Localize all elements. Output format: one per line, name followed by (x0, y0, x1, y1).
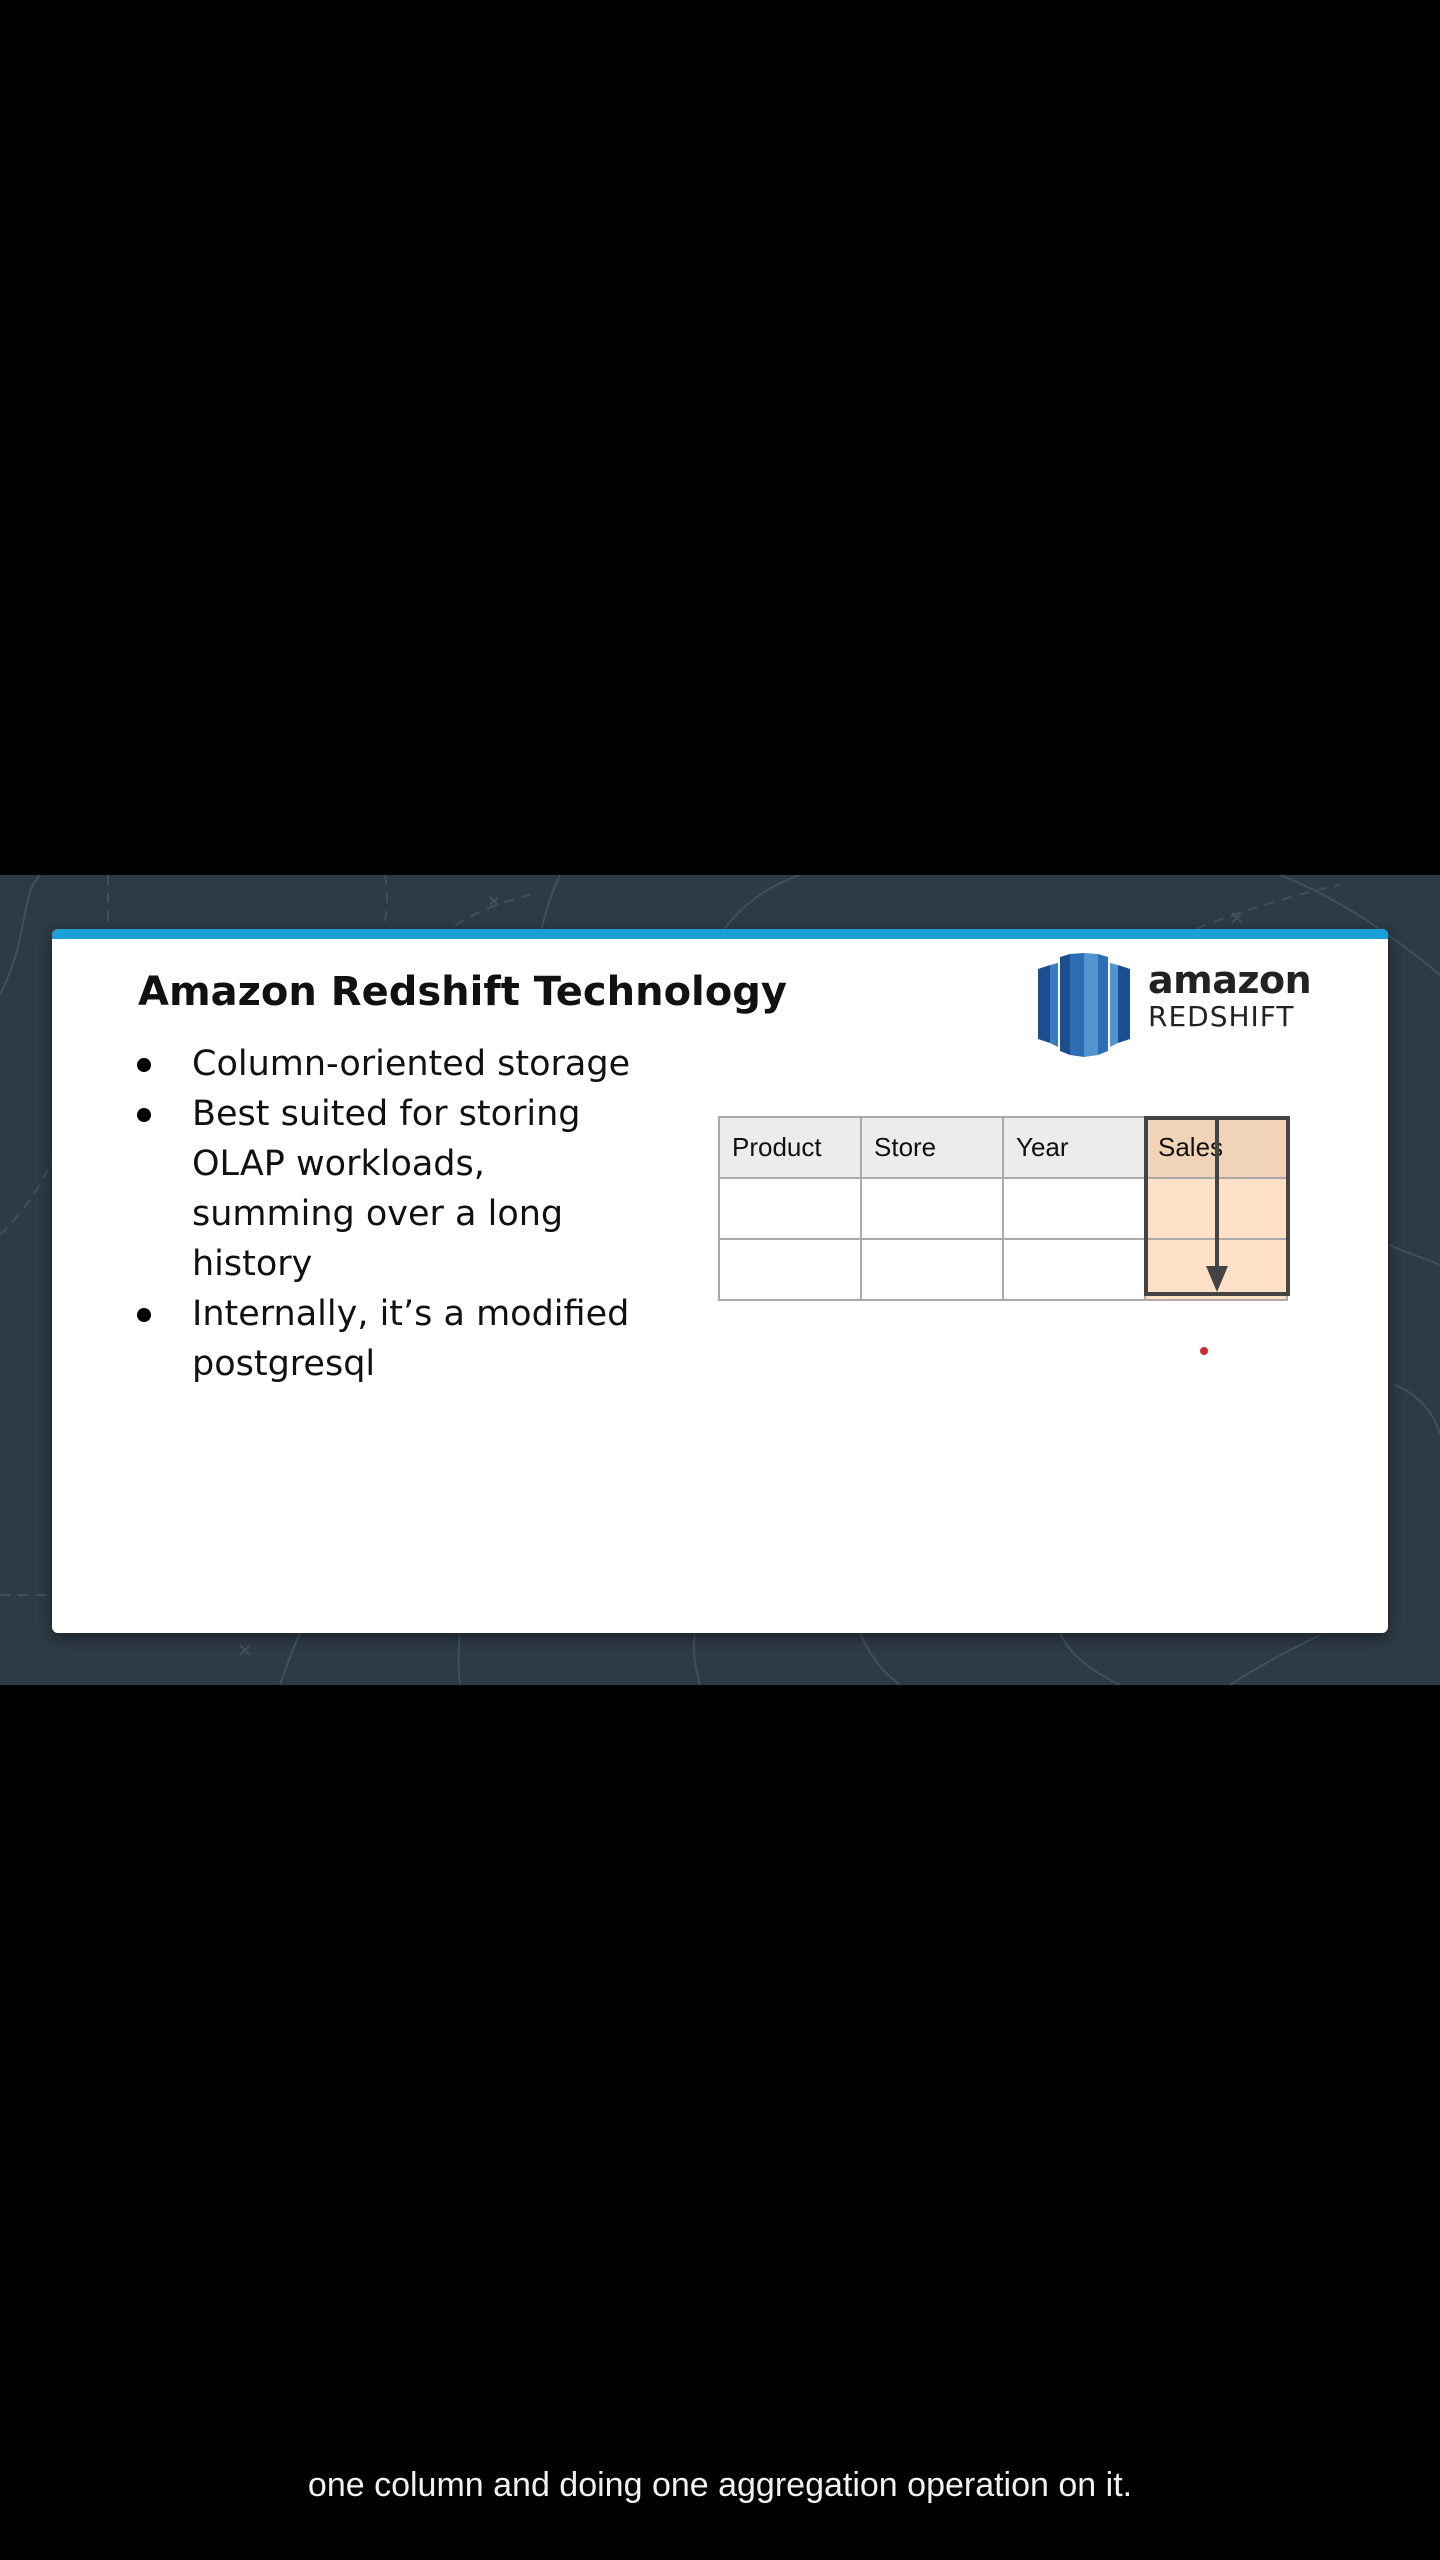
table-row (718, 1238, 1288, 1301)
table-cell (860, 1177, 1004, 1240)
bullet-item: Best suited for storing OLAP workloads, … (137, 1089, 632, 1289)
slide-accent-bar (52, 929, 1388, 939)
slide: Amazon Redshift Technology amazon REDSHI… (52, 929, 1388, 1633)
background-doodles (0, 875, 1440, 1685)
amazon-redshift-logo: amazon REDSHIFT (1036, 951, 1326, 1061)
table-cell (718, 1177, 862, 1240)
pointer-dot (1200, 1347, 1208, 1355)
table-cell (1002, 1177, 1146, 1240)
bullet-item: Column-oriented storage (137, 1039, 632, 1089)
table-cell (1002, 1238, 1146, 1301)
table-header-row: Product Store Year Sales (718, 1116, 1288, 1179)
header-year: Year (1002, 1116, 1146, 1179)
bullet-list: Column-oriented storage Best suited for … (137, 1039, 632, 1389)
video-frame[interactable]: Amazon Redshift Technology amazon REDSHI… (0, 875, 1440, 1685)
redshift-icon (1038, 953, 1130, 1057)
header-product: Product (718, 1116, 862, 1179)
down-arrow-icon (1206, 1116, 1228, 1292)
subtitle-caption: one column and doing one aggregation ope… (307, 2466, 1133, 2504)
table-cell (718, 1238, 862, 1301)
header-store: Store (860, 1116, 1004, 1179)
bullet-item: Internally, it’s a modified postgresql (137, 1289, 632, 1389)
table-cell (860, 1238, 1004, 1301)
columnar-table: Product Store Year Sales (718, 1116, 1288, 1301)
slide-title: Amazon Redshift Technology (138, 969, 787, 1015)
